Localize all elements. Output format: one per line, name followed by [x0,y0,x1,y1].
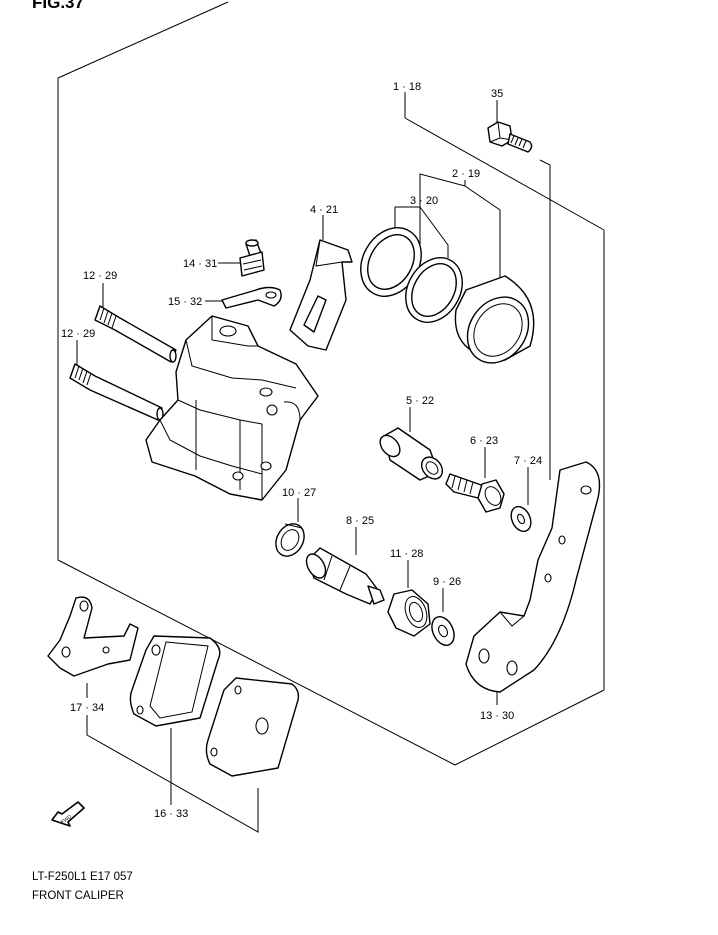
pad-shim[interactable] [47,596,139,677]
pin-boot[interactable] [387,589,431,637]
sleeve-bolt[interactable] [376,427,446,483]
bleeder-cap[interactable] [221,286,282,309]
label-7-24: 7 · 24 [514,455,542,467]
slide-pin-short[interactable] [303,547,385,605]
pad-spring[interactable] [289,239,353,351]
slide-pin-lower[interactable] [69,363,164,421]
label-13-30: 13 · 30 [480,710,514,722]
label-9-26: 9 · 26 [433,576,461,588]
caliper-body[interactable] [145,315,319,501]
label-15-32: 15 · 32 [168,296,202,308]
footer-code: LT-F250L1 E17 057 [32,871,133,883]
figure-title: FIG.37 [32,0,84,12]
bleeder-valve[interactable] [239,239,265,277]
dust-boot[interactable] [270,519,310,561]
label-1-18: 1 · 18 [393,81,421,93]
slide-pin-upper[interactable] [94,305,177,363]
label-14-31: 14 · 31 [183,258,217,270]
piston-seals[interactable] [349,217,474,333]
label-17-34: 17 · 34 [70,702,104,714]
washer-small[interactable] [507,503,534,534]
pin-bolt[interactable] [445,473,505,513]
footer-title: FRONT CALIPER [32,890,124,902]
label-12-29-upper: 12 · 29 [83,270,117,282]
brake-pad-outer[interactable] [205,677,300,777]
label-12-29-lower: 12 · 29 [61,328,95,340]
label-4-21: 4 · 21 [310,204,338,216]
bolt-35[interactable] [487,121,533,153]
assembly-boundary [57,1,605,766]
label-2-19: 2 · 19 [452,168,480,180]
label-10-27: 10 · 27 [282,487,316,499]
label-3-20: 3 · 20 [410,195,438,207]
label-5-22: 5 · 22 [406,395,434,407]
leader-lines [76,92,551,833]
brake-pad-inner[interactable] [129,635,221,727]
label-35: 35 [491,88,503,100]
label-8-25: 8 · 25 [346,515,374,527]
caliper-piston[interactable] [454,275,541,375]
caliper-bracket[interactable] [465,461,601,693]
forward-direction-text: FWD [60,814,73,826]
label-6-23: 6 · 23 [470,435,498,447]
part-labels: 1 · 18 35 2 · 19 3 · 20 4 · 21 14 · 31 1… [61,81,542,820]
label-16-33: 16 · 33 [154,808,188,820]
label-11-28: 11 · 28 [390,548,423,560]
forward-direction-badge: FWD [51,801,85,827]
washer-large[interactable] [428,613,459,649]
